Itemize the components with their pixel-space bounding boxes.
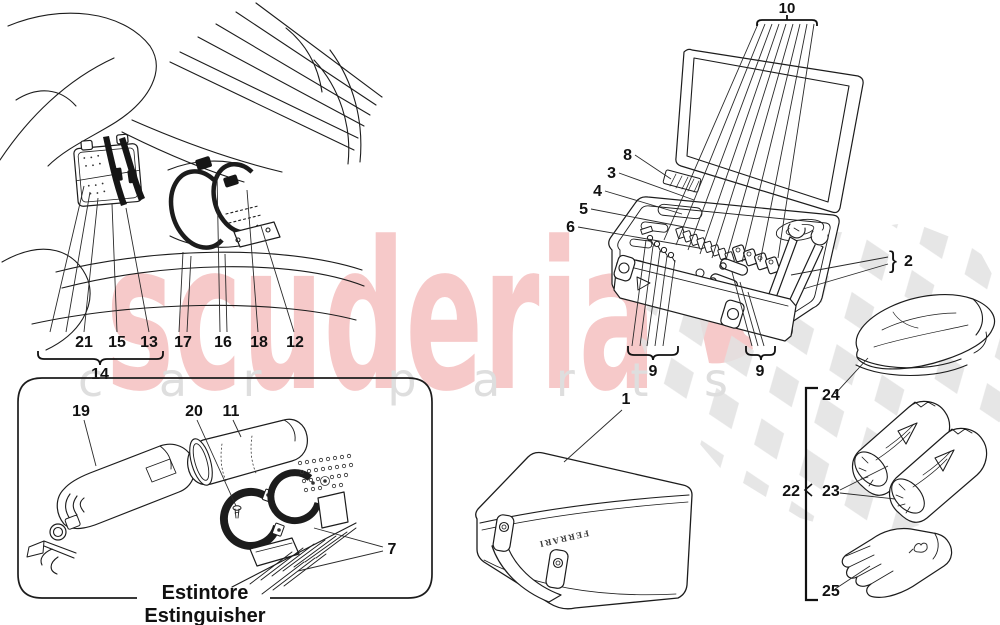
bracket-22 bbox=[804, 386, 818, 602]
pouch-strap bbox=[119, 137, 145, 201]
small-bits bbox=[640, 225, 676, 263]
extinguisher-bottle bbox=[26, 443, 196, 575]
leaders-10 bbox=[663, 23, 815, 263]
callout-19: 19 bbox=[72, 403, 90, 420]
callout-6: 6 bbox=[566, 219, 575, 236]
bracket-14 bbox=[37, 351, 164, 366]
strap-buckle bbox=[127, 169, 138, 184]
glove bbox=[841, 527, 953, 598]
tick-22 bbox=[803, 483, 813, 497]
callout-3: 3 bbox=[607, 165, 616, 182]
bracket-9-right bbox=[745, 346, 776, 361]
brace-2: } bbox=[889, 247, 897, 274]
callout-5: 5 bbox=[579, 201, 588, 218]
horse-logo bbox=[908, 542, 928, 554]
extinguisher-panel: 19 20 11 7 Estintore Estinguisher bbox=[17, 377, 433, 625]
callout-16: 16 bbox=[214, 334, 232, 351]
bracket-10 bbox=[756, 15, 818, 26]
panel-border bbox=[17, 377, 433, 599]
rasp-tool bbox=[662, 169, 702, 193]
callout-7: 7 bbox=[388, 541, 397, 558]
strap-buckle bbox=[112, 167, 123, 182]
cloth bbox=[855, 294, 996, 376]
large-sockets-row bbox=[732, 244, 781, 275]
trunk-drawing: 21 15 13 17 16 18 12 14 bbox=[0, 2, 383, 383]
callout-21: 21 bbox=[75, 334, 93, 351]
caption-estinguisher: Estinguisher bbox=[144, 605, 265, 625]
caption-estintore: Estintore bbox=[162, 582, 249, 604]
callout-13: 13 bbox=[140, 334, 158, 351]
callout-22: 22 bbox=[782, 483, 800, 500]
callout-9-left: 9 bbox=[649, 363, 658, 380]
watermark-brand: scuderia bbox=[106, 198, 656, 437]
bag-handle bbox=[491, 541, 562, 603]
callout-8: 8 bbox=[623, 147, 632, 164]
callout-14: 14 bbox=[91, 366, 109, 383]
callout-11: 11 bbox=[223, 403, 240, 420]
perforated-plate bbox=[297, 453, 354, 493]
callout-15: 15 bbox=[108, 334, 126, 351]
callout-24: 24 bbox=[822, 387, 840, 404]
toolkit-drawing: 10 8 3 4 5 6 9 9 } 2 bbox=[566, 0, 913, 380]
callout-2: 2 bbox=[904, 253, 913, 270]
callout-4: 4 bbox=[593, 183, 602, 200]
callout-20: 20 bbox=[185, 403, 203, 420]
callout-10: 10 bbox=[779, 0, 796, 17]
trunk-straps bbox=[167, 156, 281, 250]
bracket-9-left bbox=[627, 346, 679, 361]
callout-1: 1 bbox=[622, 391, 631, 408]
callout-9-right: 9 bbox=[756, 363, 765, 380]
toolkit-lid bbox=[675, 48, 864, 214]
callout-17: 17 bbox=[174, 334, 192, 351]
callout-12: 12 bbox=[286, 334, 304, 351]
callout-18: 18 bbox=[250, 334, 268, 351]
accessories-drawing: 22 24 23 25 bbox=[782, 294, 996, 602]
callout-25: 25 bbox=[822, 583, 840, 600]
clamps bbox=[219, 469, 349, 567]
tool-bag-drawing: FERRARI 1 bbox=[475, 391, 693, 610]
floor-hatch bbox=[231, 522, 357, 595]
extinguisher-sleeve bbox=[187, 418, 308, 486]
watermark-tagline: car parts bbox=[78, 353, 728, 407]
callout-23: 23 bbox=[822, 483, 840, 500]
